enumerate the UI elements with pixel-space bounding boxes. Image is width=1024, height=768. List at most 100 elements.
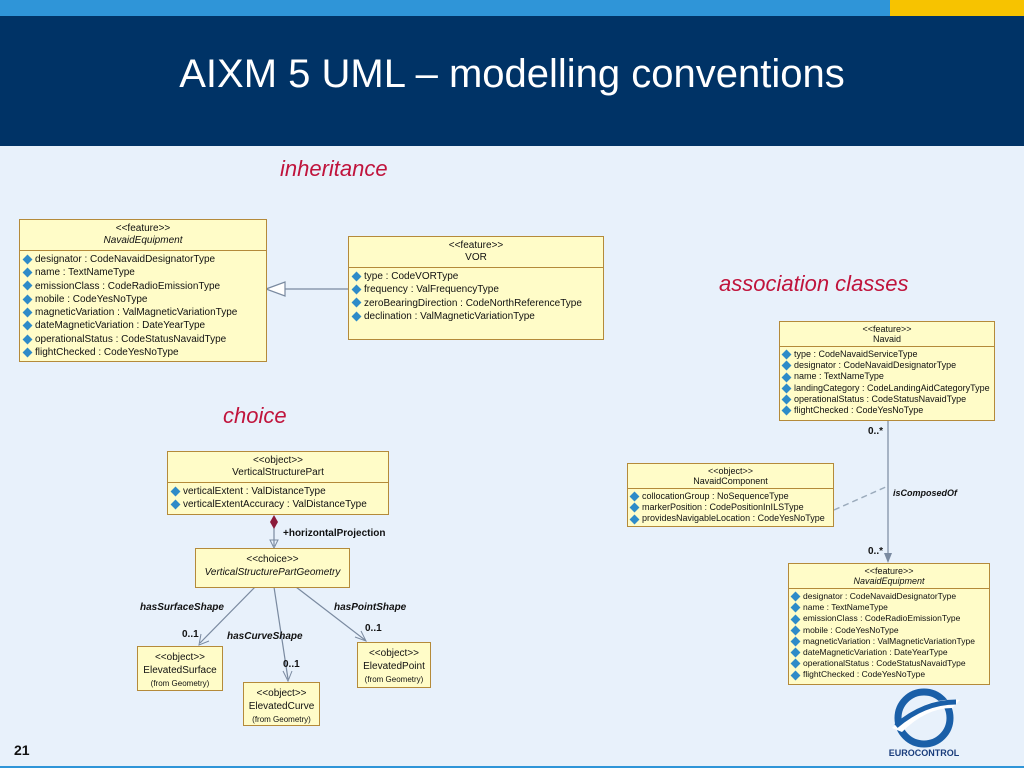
class-name: Navaid: [872, 334, 901, 344]
choice-class[interactable]: <<choice>> VerticalStructurePartGeometry: [195, 548, 350, 588]
multiplicity-top: 0..*: [868, 426, 884, 437]
attribute: magneticVariation : ValMagneticVariation…: [790, 636, 986, 647]
attribute: flightChecked : CodeYesNoType: [790, 669, 986, 681]
elevated-curve-class[interactable]: <<object>> ElevatedCurve (from Geometry): [243, 682, 320, 726]
eurocontrol-logo-icon: [892, 688, 960, 748]
attribute-icon: [790, 625, 801, 636]
curve-arrowhead: [282, 670, 293, 683]
class-name: ElevatedCurve: [248, 701, 315, 712]
attribute: markerPosition : CodePositionInILSType: [629, 502, 830, 513]
class-attributes: verticalExtent : ValDistanceType vertica…: [168, 483, 388, 516]
logo-text: EUROCONTROL: [888, 748, 960, 758]
class-stereotype: <<feature>>: [864, 566, 914, 576]
top-accent-bar-blue: [0, 0, 890, 16]
class-stereotype: <<feature>>: [115, 223, 171, 234]
class-stereotype: <<feature>>: [862, 324, 912, 334]
class-name: VerticalStructurePartGeometry: [204, 567, 341, 578]
class-header: <<feature>> Navaid: [780, 322, 994, 347]
class-attributes: collocationGroup : NoSequenceType marker…: [628, 489, 833, 528]
has-point-shape-label: hasPointShape: [334, 602, 407, 613]
class-stereotype: <<object>>: [707, 466, 754, 476]
eurocontrol-logo: EUROCONTROL: [882, 688, 966, 764]
attribute: zeroBearingDirection : CodeNorthReferenc…: [351, 297, 599, 310]
surface-arrowhead: [198, 633, 210, 646]
attribute: magneticVariation : ValMagneticVariation…: [22, 306, 262, 319]
association-name: isComposedOf: [893, 488, 958, 498]
class-stereotype: <<object>>: [256, 688, 307, 699]
composition-diamond: [270, 515, 278, 529]
vertical-structure-part-class[interactable]: <<object>> VerticalStructurePart vertica…: [167, 451, 389, 515]
multiplicity-curve: 0..1: [283, 659, 300, 670]
attribute-icon: [629, 491, 640, 502]
attribute: verticalExtent : ValDistanceType: [170, 485, 384, 498]
attribute: emissionClass : CodeRadioEmissionType: [790, 613, 986, 625]
vor-class[interactable]: <<feature>> VOR type : CodeVORType frequ…: [348, 236, 604, 340]
top-accent-bar-yellow: [890, 0, 1024, 16]
attribute-icon: [781, 360, 792, 371]
attribute-icon: [790, 670, 801, 681]
class-name: ElevatedSurface: [143, 665, 217, 676]
multiplicity-point: 0..1: [365, 623, 382, 634]
association-classes-label: association classes: [719, 271, 909, 296]
attribute-icon: [351, 311, 362, 322]
attribute-icon: [22, 281, 33, 291]
attribute-icon: [790, 636, 801, 647]
navaid-component-class[interactable]: <<object>> NavaidComponent collocationGr…: [627, 463, 834, 527]
elevated-point-class[interactable]: <<object>> ElevatedPoint (from Geometry): [357, 642, 431, 688]
attribute: dateMagneticVariation : DateYearType: [22, 319, 262, 332]
attribute-icon: [351, 284, 362, 295]
attribute: name : TextNameType: [781, 371, 991, 382]
class-attributes: type : CodeNavaidServiceType designator …: [780, 347, 994, 419]
class-attributes: designator : CodeNavaidDesignatorType na…: [20, 251, 266, 363]
class-name: ElevatedPoint: [363, 661, 425, 672]
attribute-icon: [22, 334, 33, 345]
class-header: <<feature>> NavaidEquipment: [20, 220, 266, 251]
class-header: <<feature>> NavaidEquipment: [789, 564, 989, 589]
slide-title: AIXM 5 UML – modelling conventions: [179, 52, 845, 96]
attribute-icon: [629, 514, 640, 524]
attribute: name : TextNameType: [790, 602, 986, 613]
association-arrowhead: [884, 553, 892, 563]
attribute: verticalExtentAccuracy : ValDistanceType: [170, 498, 384, 511]
attribute-icon: [781, 394, 792, 405]
attribute-icon: [781, 372, 792, 382]
class-name: NavaidComponent: [693, 476, 768, 486]
page-number: 21: [14, 742, 30, 758]
point-line: [295, 586, 366, 641]
class-attributes: designator : CodeNavaidDesignatorType na…: [789, 589, 989, 684]
association-class-link: [833, 485, 889, 511]
attribute-icon: [781, 349, 792, 360]
point-arrowhead: [354, 630, 368, 642]
attribute: flightChecked : CodeYesNoType: [781, 405, 991, 416]
attribute: designator : CodeNavaidDesignatorType: [781, 360, 991, 371]
elevated-surface-class[interactable]: <<object>> ElevatedSurface (from Geometr…: [137, 646, 223, 691]
attribute-icon: [351, 298, 362, 308]
class-header: <<object>> VerticalStructurePart: [168, 452, 388, 483]
inheritance-arrowhead: [264, 281, 286, 297]
slide-header: [0, 16, 1024, 146]
has-curve-shape-label: hasCurveShape: [227, 631, 303, 642]
class-stereotype: <<object>>: [252, 455, 304, 466]
multiplicity-bottom: 0..*: [868, 546, 884, 557]
bottom-accent-line: [0, 766, 1024, 768]
navaid-equipment-class[interactable]: <<feature>> NavaidEquipment designator :…: [19, 219, 267, 362]
attribute-icon: [22, 294, 33, 305]
attribute-icon: [790, 614, 801, 625]
attribute: type : CodeNavaidServiceType: [781, 349, 991, 360]
navaid-equipment-class-right[interactable]: <<feature>> NavaidEquipment designator :…: [788, 563, 990, 685]
class-name: VerticalStructurePart: [232, 467, 324, 478]
attribute: declination : ValMagneticVariationType: [351, 310, 599, 323]
attribute-icon: [22, 347, 33, 358]
attribute-icon: [781, 405, 792, 416]
attribute: designator : CodeNavaidDesignatorType: [22, 253, 262, 266]
attribute: mobile : CodeYesNoType: [22, 293, 262, 306]
composition-arrowhead: [269, 539, 279, 550]
class-stereotype: <<feature>>: [448, 240, 504, 251]
attribute: operationalStatus : CodeStatusNavaidType: [22, 333, 262, 346]
class-header: <<feature>> VOR: [349, 237, 603, 268]
choice-label: choice: [223, 403, 287, 428]
attribute-icon: [351, 271, 362, 282]
multiplicity-surface: 0..1: [182, 629, 199, 640]
navaid-class[interactable]: <<feature>> Navaid type : CodeNavaidServ…: [779, 321, 995, 421]
